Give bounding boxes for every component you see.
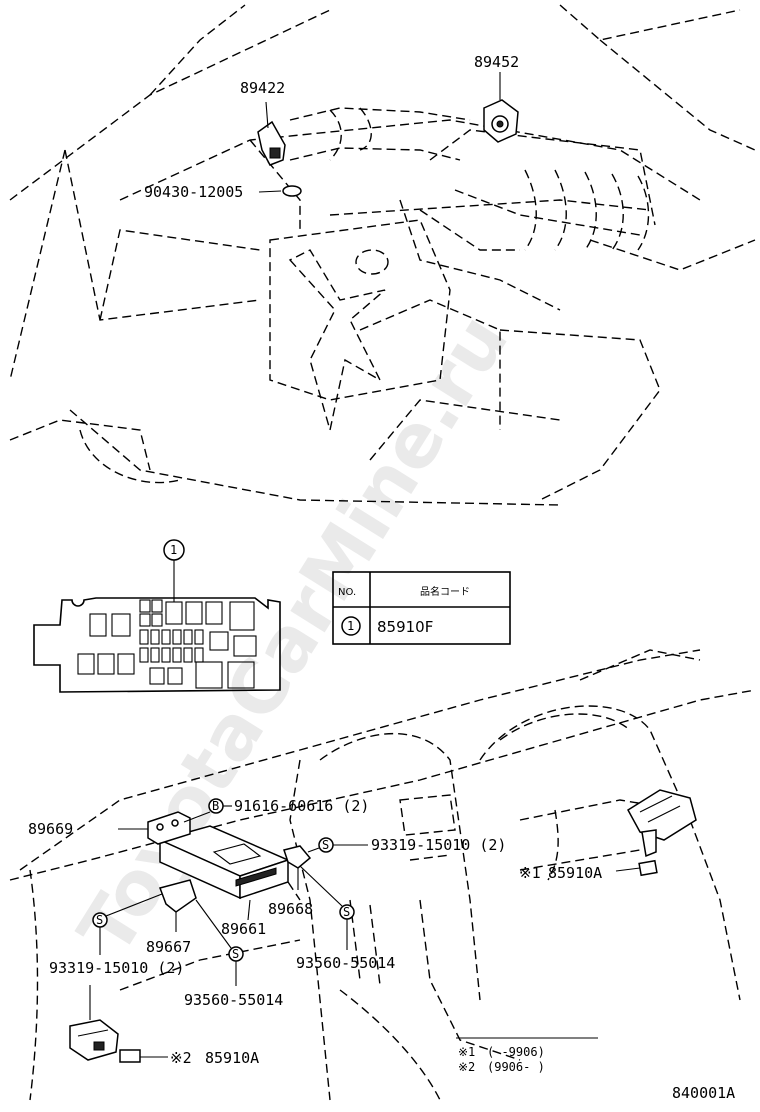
note-2-range: (9906- ) — [487, 1060, 545, 1074]
note-1-mark: ※1 — [458, 1045, 475, 1059]
label-91616-60616: 91616-60616 (2) — [234, 797, 369, 815]
label-93560-55014-right: 93560-55014 — [296, 954, 395, 972]
screw-symbol-left-text: S — [96, 913, 103, 927]
screw-symbol-right-text: S — [322, 838, 329, 852]
bracket-89669 — [147, 811, 191, 845]
label-89668: 89668 — [268, 900, 313, 918]
table-row-no: 1 — [347, 619, 354, 633]
label-93319-15010-right: 93319-15010 (2) — [371, 836, 506, 854]
label-89661: 89661 — [221, 920, 266, 938]
coolant-temp-sensor — [257, 101, 286, 166]
intake-sensor-89452 — [483, 72, 519, 143]
table-header-code: 品名コード — [420, 585, 470, 598]
nut-symbol-left-text: S — [232, 947, 239, 961]
fuse-box-detail — [33, 597, 281, 693]
label-89669: 89669 — [28, 820, 73, 838]
gasket-ring — [282, 185, 302, 197]
table-row-circle — [341, 616, 361, 636]
label-85910a-left: 85910A — [205, 1049, 259, 1067]
bracket-89668 — [283, 845, 312, 869]
label-90430-12005: 90430-12005 — [144, 183, 243, 201]
dashboard-illustration — [9, 649, 756, 1101]
table-header-no: NO. — [338, 587, 356, 598]
callout-number: 1 — [170, 543, 177, 557]
label-93560-55014-left: 93560-55014 — [184, 991, 283, 1009]
marker-star-2: ※2 — [170, 1049, 192, 1067]
table-row-code: 85910F — [377, 618, 433, 636]
note-1-range: ( -9906) — [487, 1045, 545, 1059]
engine-bay-illustration — [9, 4, 756, 506]
label-85910a-right: 85910A — [548, 864, 602, 882]
label-93319-15010-left: 93319-15010 (2) — [49, 959, 184, 977]
bracket-89667 — [159, 879, 197, 913]
nut-symbol-right-text: S — [343, 905, 350, 919]
marker-star-1: ※1 — [519, 864, 541, 882]
figure-code: 840001A — [672, 1084, 735, 1102]
bolt-symbol-text: B — [212, 799, 219, 813]
relay-assembly-right — [627, 789, 697, 877]
watermark: ToyotaCarMine.ru — [62, 300, 525, 970]
part-code-table — [332, 571, 511, 645]
label-89422: 89422 — [240, 79, 285, 97]
label-89667: 89667 — [146, 938, 191, 956]
relay-assembly-left — [69, 1019, 141, 1063]
note-2-mark: ※2 — [458, 1060, 475, 1074]
label-89452: 89452 — [474, 53, 519, 71]
